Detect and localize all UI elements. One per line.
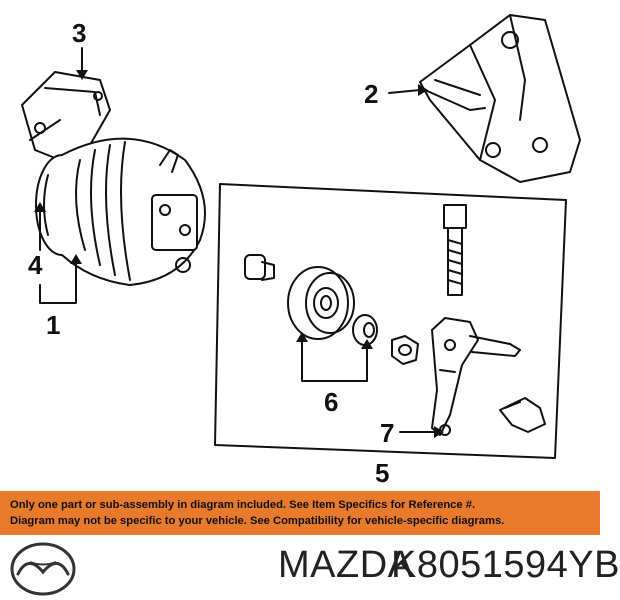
- callout-2: 2: [364, 79, 378, 109]
- arrowheads: [34, 70, 444, 438]
- callout-3: 3: [72, 18, 86, 48]
- callout-5: 5: [375, 458, 389, 488]
- assembly-box: [214, 183, 567, 459]
- callout-1: 1: [46, 310, 60, 340]
- callout-4: 4: [28, 250, 43, 280]
- upper-bracket-part: [21, 71, 111, 161]
- right-bracket-part: [419, 14, 581, 183]
- callout-7: 7: [380, 418, 394, 448]
- bearing-part: [352, 314, 378, 346]
- disclaimer-banner: Only one part or sub-assembly in diagram…: [0, 491, 600, 535]
- part-number: K8051594YB: [391, 544, 620, 586]
- callout-6: 6: [324, 387, 338, 417]
- alternator-part: [35, 137, 206, 286]
- lock-nut-part: [391, 335, 419, 365]
- brand-name: MAZDA: [278, 544, 414, 586]
- leader-lines: [39, 47, 437, 433]
- tensioner-bracket-part: [431, 317, 521, 436]
- nut-part: [244, 254, 275, 281]
- parts-diagram: 3 2 4 1 6 7 5: [21, 14, 581, 488]
- mazda-logo-icon: [10, 542, 76, 596]
- disclaimer-line-2: Diagram may not be specific to your vehi…: [10, 515, 505, 527]
- long-bolt-part: [443, 204, 467, 296]
- idler-pulley-part: [287, 266, 355, 340]
- disclaimer-line-1: Only one part or sub-assembly in diagram…: [10, 499, 476, 511]
- short-bolt-part: [499, 397, 546, 433]
